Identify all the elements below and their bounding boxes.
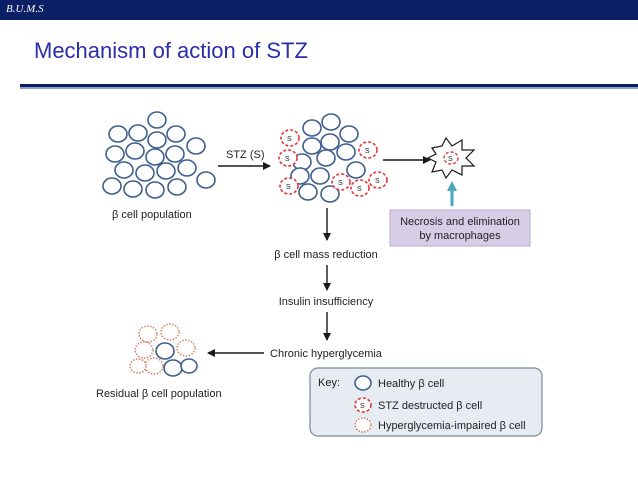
- healthy-cell: [302, 119, 322, 137]
- healthy-cell: [166, 125, 186, 143]
- healthy-cell: [320, 133, 340, 151]
- healthy-cell: [156, 162, 176, 180]
- chronic-hyperglycemia-label: Chronic hyperglycemia: [270, 348, 383, 360]
- healthy-cell: [105, 145, 125, 163]
- stz-destructed-cell: [278, 149, 298, 167]
- organization-label: B.U.M.S: [6, 3, 44, 15]
- healthy-cell: [147, 131, 167, 149]
- healthy-cell: [196, 171, 216, 189]
- healthy-cell: [125, 142, 145, 160]
- destructed-cell-key-icon: [354, 397, 372, 413]
- hyperglycemia-impaired-cell: [134, 341, 154, 359]
- key-impaired-label: Hyperglycemia-impaired β cell: [378, 420, 526, 432]
- healthy-cell: [155, 342, 175, 360]
- stz-mark: S: [375, 178, 380, 185]
- stz-destructed-cell: [358, 141, 378, 159]
- title-rule: [20, 84, 638, 87]
- stz-label: STZ (S): [226, 149, 265, 161]
- impaired-cell-key-icon: [354, 417, 372, 433]
- hyperglycemia-impaired-cell: [160, 323, 180, 341]
- stz-destructed-cell: [350, 179, 370, 197]
- residual-beta-cell-cluster: [129, 323, 198, 377]
- necrosis-label-line2: by macrophages: [419, 230, 501, 242]
- key-title: Key:: [318, 377, 340, 389]
- stz-destructed-cell: [280, 129, 300, 147]
- healthy-cell: [302, 137, 322, 155]
- residual-population-label: Residual β cell population: [96, 388, 222, 400]
- hyperglycemia-impaired-cell: [138, 325, 158, 343]
- stz-destructed-cell: [368, 171, 388, 189]
- stz-treated-cluster: S S S S S S S: [278, 113, 388, 203]
- slide-title: Mechanism of action of STZ: [34, 38, 308, 63]
- healthy-cell: [102, 177, 122, 195]
- key-healthy-label: Healthy β cell: [378, 378, 444, 390]
- healthy-cell: [123, 180, 143, 198]
- healthy-cell: [145, 148, 165, 166]
- healthy-cell: [128, 124, 148, 142]
- stz-mark: S: [360, 403, 365, 410]
- necrosis-label-line1: Necrosis and elimination: [400, 216, 520, 228]
- healthy-cell: [346, 161, 366, 179]
- stz-mark: S: [285, 156, 290, 163]
- healthy-cell: [298, 183, 318, 201]
- healthy-cell: [321, 113, 341, 131]
- healthy-cell: [108, 125, 128, 143]
- top-bar: B.U.M.S: [0, 0, 638, 20]
- necrosis-box: [389, 209, 531, 247]
- hyperglycemia-impaired-cell: [176, 339, 196, 357]
- healthy-cell: [135, 164, 155, 182]
- beta-cell-population-label: β cell population: [112, 209, 192, 221]
- healthy-cell: [336, 143, 356, 161]
- title-rule-shadow: [20, 87, 638, 89]
- healthy-cell: [163, 359, 183, 377]
- stz-mark: S: [448, 156, 453, 163]
- mass-reduction-label: β cell mass reduction: [274, 249, 378, 261]
- beta-cell-population-cluster: [102, 111, 216, 199]
- healthy-cell: [177, 159, 197, 177]
- healthy-cell: [339, 125, 359, 143]
- key-destructed-label: STZ destructed β cell: [378, 400, 482, 412]
- stz-mark: S: [338, 180, 343, 187]
- stz-destructed-cell: [279, 177, 299, 195]
- healthy-cell-key-icon: [354, 375, 372, 391]
- healthy-cell: [316, 149, 336, 167]
- healthy-cell: [114, 161, 134, 179]
- healthy-cell: [310, 167, 330, 185]
- stz-mark: S: [365, 148, 370, 155]
- insulin-insufficiency-label: Insulin insufficiency: [279, 296, 374, 308]
- healthy-cell: [320, 185, 340, 203]
- healthy-cell: [165, 145, 185, 163]
- healthy-cell: [147, 111, 167, 129]
- healthy-cell: [167, 178, 187, 196]
- healthy-cell: [180, 358, 198, 374]
- healthy-cell: [186, 137, 206, 155]
- stz-mark: S: [286, 184, 291, 191]
- stz-destructed-cell: [331, 173, 351, 191]
- hyperglycemia-impaired-cell: [129, 358, 147, 374]
- hyperglycemia-impaired-cell: [144, 357, 164, 375]
- stz-mark: S: [357, 186, 362, 193]
- healthy-cell: [145, 181, 165, 199]
- stz-destructed-cell: [443, 151, 459, 165]
- stz-mark: S: [287, 136, 292, 143]
